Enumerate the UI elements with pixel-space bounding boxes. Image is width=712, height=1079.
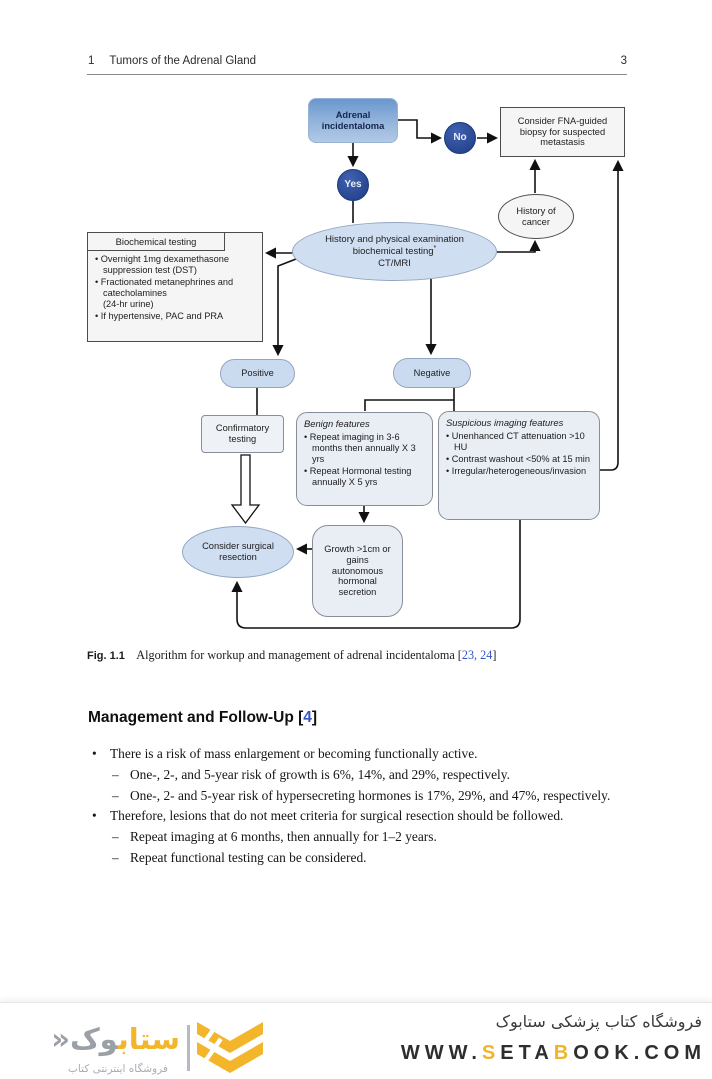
logo-divider-bar xyxy=(187,1025,190,1071)
hollow-arrow-confirmatory-to-surgical xyxy=(230,454,261,525)
list-item: If hypertensive, PAC and PRA xyxy=(95,311,256,322)
list-item: Unenhanced CT attenuation >10 HU xyxy=(446,431,593,453)
node-benign-features: Benign features Repeat imaging in 3-6 mo… xyxy=(296,412,433,506)
list-item: Contrast washout <50% at 15 min xyxy=(446,454,593,465)
bullet-item: Therefore, lesions that do not meet crit… xyxy=(88,806,627,827)
node-confirmatory-testing: Confirmatory testing xyxy=(201,415,284,453)
bullet-item: There is a risk of mass enlargement or b… xyxy=(88,744,627,765)
list-item: Overnight 1mg dexamethasone suppression … xyxy=(95,254,256,276)
section-heading: Management and Follow-Up [4] xyxy=(88,709,318,726)
guillemet-glyph: « xyxy=(51,1022,70,1056)
suspicious-features-list: Unenhanced CT attenuation >10 HU Contras… xyxy=(439,431,599,477)
list-item: Fractionated metanephrines and catechola… xyxy=(95,277,256,310)
node-history-physical-exam: History and physical examination biochem… xyxy=(292,222,497,281)
chapter-number: 1 xyxy=(88,55,95,67)
node-fna-biopsy: Consider FNA-guided biopsy for suspected… xyxy=(500,107,625,157)
node-history-of-cancer: History of cancer xyxy=(498,194,574,239)
header-rule xyxy=(87,74,627,75)
node-suspicious-imaging-features: Suspicious imaging features Unenhanced C… xyxy=(438,411,600,520)
node-adrenal-incidentaloma: Adrenal incidentaloma xyxy=(308,98,398,143)
logo-subtitle: فروشگاه اینترنتی کتاب xyxy=(68,1063,168,1075)
connector-negative-to-benign xyxy=(364,399,454,411)
section-title: Management and Follow-Up xyxy=(88,709,294,726)
figure-label: Fig. 1.1 xyxy=(87,650,125,662)
bookstore-footer xyxy=(0,1002,712,1079)
setabook-logo-wordmark[interactable]: ستابوک« xyxy=(51,1022,180,1056)
node-growth-autonomous: Growth >1cm or gains autonomous hormonal… xyxy=(312,525,403,617)
list-item: Repeat imaging in 3-6 months then annual… xyxy=(304,432,426,465)
website-url[interactable]: WWW.SETABOOK.COM xyxy=(400,1042,706,1064)
body-text: There is a risk of mass enlargement or b… xyxy=(88,744,627,869)
benign-features-title: Benign features xyxy=(304,418,370,429)
connector-exam-to-history xyxy=(497,239,541,253)
sub-bullet-item: Repeat imaging at 6 months, then annuall… xyxy=(88,827,627,848)
connector-suspicious-to-surgical xyxy=(231,520,521,629)
running-head: 1 Tumors of the Adrenal Gland 3 xyxy=(88,55,627,67)
suspicious-features-title: Suspicious imaging features xyxy=(446,417,564,428)
sub-bullet-item: Repeat functional testing can be conside… xyxy=(88,848,627,869)
connector-exam-to-positive xyxy=(272,258,297,357)
connector-adrenal-to-no xyxy=(398,119,443,144)
sub-bullet-item: One-, 2- and 5-year risk of hypersecreti… xyxy=(88,786,627,807)
node-yes: Yes xyxy=(337,169,369,201)
connector-suspicious-to-fna xyxy=(600,159,624,471)
node-consider-surgical-resection: Consider surgical resection xyxy=(182,526,294,578)
page-number: 3 xyxy=(620,55,627,67)
list-item: Repeat Hormonal testing annually X 5 yrs xyxy=(304,466,426,488)
reference-link[interactable]: 23, 24 xyxy=(461,648,493,662)
node-biochemical-testing: Biochemical testing Overnight 1mg dexame… xyxy=(87,232,263,342)
node-no: No xyxy=(444,122,476,154)
setabook-chevron-icon xyxy=(197,1022,263,1073)
sub-bullet-item: One-, 2-, and 5-year risk of growth is 6… xyxy=(88,765,627,786)
store-tagline: فروشگاه کتاب پزشکی ستابوک xyxy=(495,1012,702,1031)
node-negative: Negative xyxy=(393,358,471,388)
benign-features-list: Repeat imaging in 3-6 months then annual… xyxy=(297,432,432,488)
footnote-mark: * xyxy=(433,245,437,253)
list-item: Irregular/heterogeneous/invasion xyxy=(446,466,593,477)
biochemical-testing-list: Overnight 1mg dexamethasone suppression … xyxy=(88,254,262,322)
chapter-title: Tumors of the Adrenal Gland xyxy=(109,55,257,67)
reference-link[interactable]: 4 xyxy=(303,709,312,726)
node-positive: Positive xyxy=(220,359,295,388)
figure-caption: Fig. 1.1 Algorithm for workup and manage… xyxy=(87,648,497,662)
flowchart-connectors xyxy=(230,119,624,629)
caption-text: Algorithm for workup and management of a… xyxy=(136,648,455,662)
biochemical-testing-title: Biochemical testing xyxy=(88,233,225,252)
